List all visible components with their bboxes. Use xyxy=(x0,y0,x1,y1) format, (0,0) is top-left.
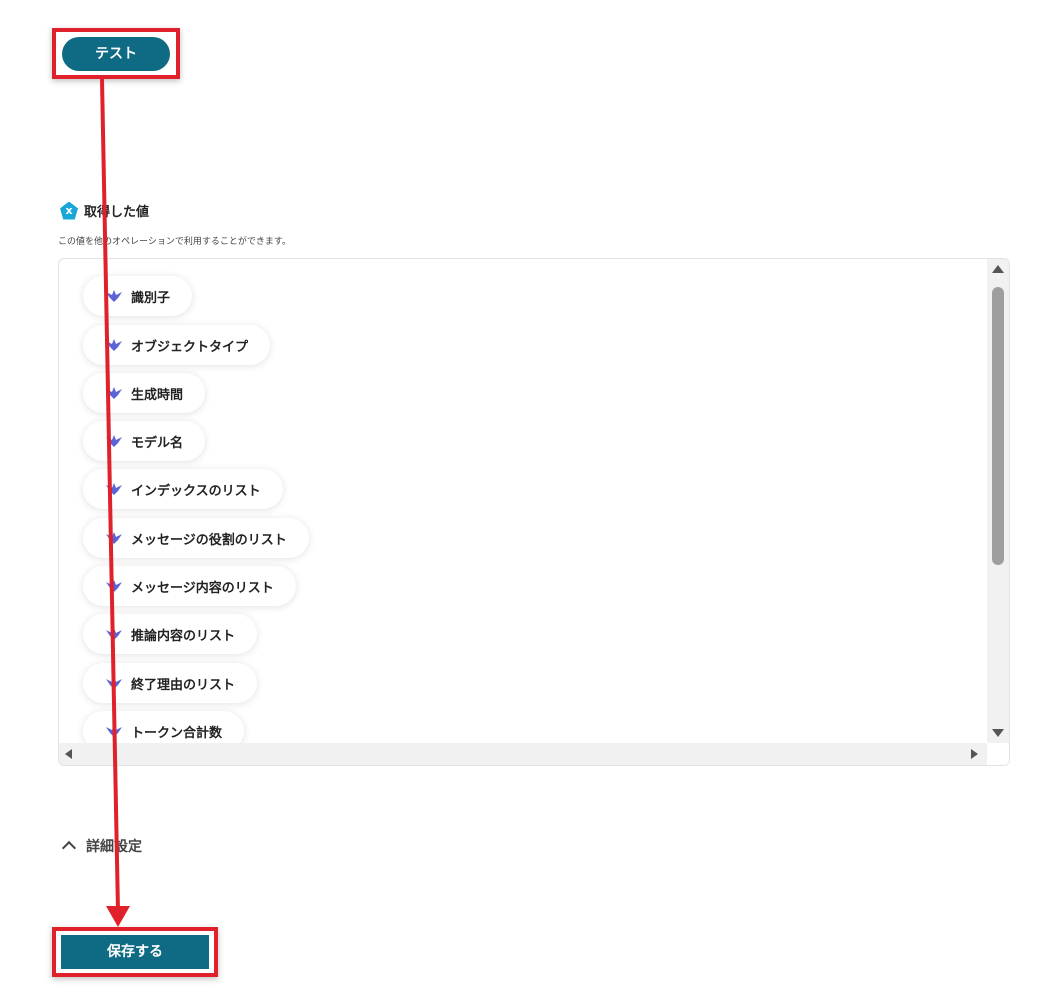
vertical-scrollbar[interactable] xyxy=(987,259,1009,743)
output-value-label: モデル名 xyxy=(131,435,184,451)
test-button-highlight: テスト xyxy=(52,28,180,79)
output-value-chip[interactable]: モデル名 xyxy=(83,421,206,461)
output-value-chip[interactable]: メッセージ内容のリスト xyxy=(83,566,296,606)
output-value-chip[interactable]: 識別子 xyxy=(83,276,193,316)
output-value-chip[interactable]: オブジェクトタイプ xyxy=(83,325,271,365)
output-value-label: 識別子 xyxy=(131,290,171,306)
variable-x-icon: x xyxy=(60,201,78,220)
scroll-left-icon[interactable] xyxy=(65,749,72,759)
output-section-header: x 取得した値 xyxy=(60,201,149,220)
scrollbar-corner xyxy=(987,743,1009,765)
advanced-settings-toggle[interactable]: 詳細設定 xyxy=(61,836,142,856)
bird-icon xyxy=(106,580,122,592)
scroll-right-icon[interactable] xyxy=(971,749,978,759)
advanced-settings-label: 詳細設定 xyxy=(86,839,142,855)
bird-icon xyxy=(106,387,122,399)
output-value-chip[interactable]: メッセージの役割のリスト xyxy=(83,518,309,558)
chevron-up-icon xyxy=(61,840,77,856)
output-value-label: オブジェクトタイプ xyxy=(131,339,249,355)
bird-icon xyxy=(106,532,122,544)
output-value-chip[interactable]: インデックスのリスト xyxy=(83,469,283,509)
bird-icon xyxy=(106,677,122,689)
output-value-label: 推論内容のリスト xyxy=(131,628,236,644)
output-value-label: トークン合計数 xyxy=(131,725,223,741)
output-value-label: 生成時間 xyxy=(131,387,184,403)
bird-icon xyxy=(106,725,122,737)
output-value-label: インデックスのリスト xyxy=(131,483,261,499)
annotation-arrowhead xyxy=(106,906,130,927)
vertical-scroll-thumb[interactable] xyxy=(992,287,1004,565)
output-value-label: 終了理由のリスト xyxy=(131,677,236,693)
test-button[interactable]: テスト xyxy=(62,37,170,71)
horizontal-scrollbar[interactable] xyxy=(59,743,989,765)
output-values-panel: 識別子オブジェクトタイプ生成時間モデル名インデックスのリストメッセージの役割のリ… xyxy=(58,258,1010,766)
output-value-chip[interactable]: 生成時間 xyxy=(83,373,206,413)
output-value-label: メッセージの役割のリスト xyxy=(131,532,287,548)
output-section-description: この値を他のオペレーションで利用することができます。 xyxy=(58,237,291,247)
bird-icon xyxy=(106,339,122,351)
bird-icon xyxy=(106,435,122,447)
output-value-chip[interactable]: 推論内容のリスト xyxy=(83,614,258,654)
bird-icon xyxy=(106,290,122,302)
save-button-highlight: 保存する xyxy=(52,927,218,977)
scroll-up-icon[interactable] xyxy=(992,265,1004,273)
scroll-down-icon[interactable] xyxy=(992,729,1004,737)
bird-icon xyxy=(106,483,122,495)
save-button[interactable]: 保存する xyxy=(61,935,209,969)
output-section-title: 取得した値 xyxy=(84,205,150,220)
bird-icon xyxy=(106,628,122,640)
output-value-label: メッセージ内容のリスト xyxy=(131,580,274,596)
output-value-chip[interactable]: 終了理由のリスト xyxy=(83,663,258,703)
